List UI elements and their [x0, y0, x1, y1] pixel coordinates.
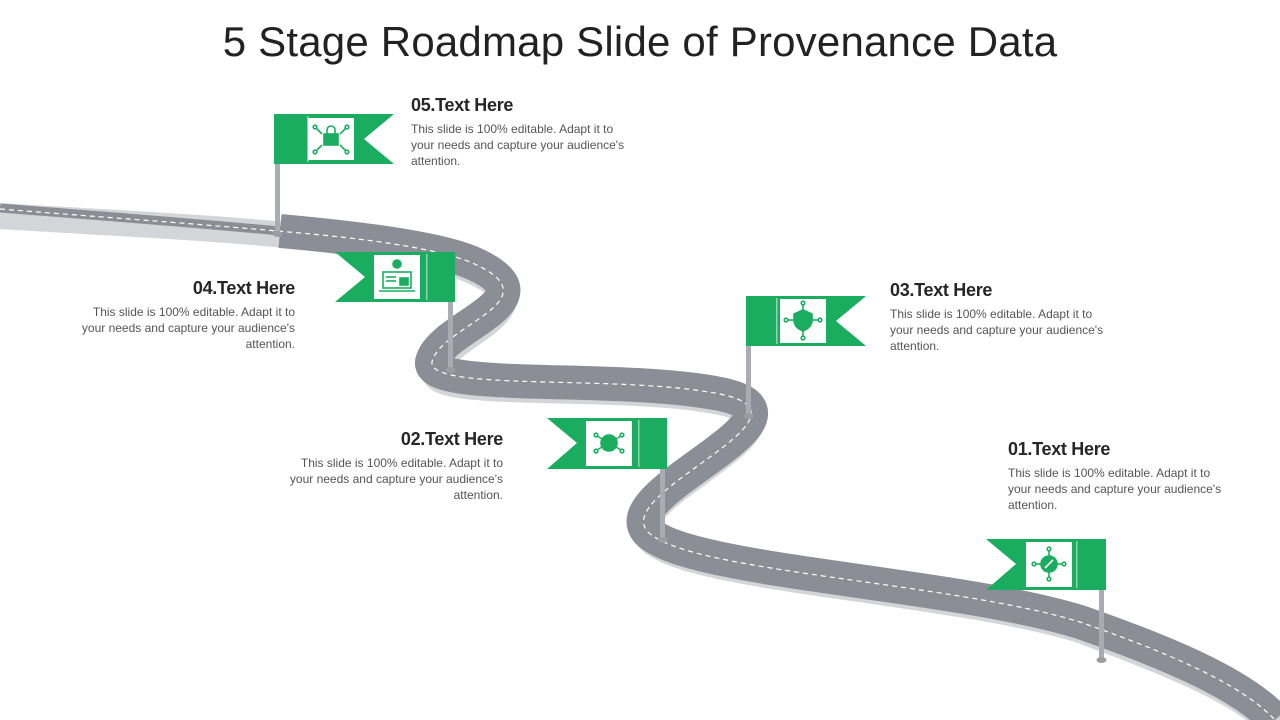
stage-03-heading: 03.Text Here: [890, 280, 993, 300]
page-title: 5 Stage Roadmap Slide of Provenance Data: [222, 18, 1058, 65]
stage-04-description: This slide is 100% editable. Adapt it to…: [81, 305, 295, 351]
flag-stage-03: [743, 296, 866, 419]
stage-02-heading: 02.Text Here: [400, 429, 503, 449]
flag-stage-04: [335, 252, 456, 373]
stage-04-heading: 04.Text Here: [192, 278, 295, 298]
stage-01-heading: 01.Text Here: [1008, 439, 1111, 459]
flag-stage-05: [272, 114, 394, 237]
stage-01-description: This slide is 100% editable. Adapt it to…: [1008, 466, 1222, 512]
gear-network-icon: [1031, 546, 1067, 582]
stage-01-text: 01.Text Here This slide is 100% editable…: [1008, 439, 1223, 513]
stage-03-description: This slide is 100% editable. Adapt it to…: [890, 307, 1104, 353]
laptop-lock-icon: [379, 259, 415, 292]
flag-stage-02: [547, 418, 668, 543]
stage-02-text: 02.Text Here This slide is 100% editable…: [288, 429, 503, 503]
stage-02-description: This slide is 100% editable. Adapt it to…: [289, 456, 503, 502]
shield-network-icon: [783, 300, 823, 341]
lock-circuit-icon: [312, 124, 350, 155]
stage-05-description: This slide is 100% editable. Adapt it to…: [411, 122, 625, 168]
shield-network-icon: [593, 432, 625, 454]
stage-03-text: 03.Text Here This slide is 100% editable…: [890, 280, 1105, 354]
flag-stage-01: [986, 539, 1107, 663]
stage-05-heading: 05.Text Here: [411, 95, 514, 115]
stage-05-text: 05.Text Here This slide is 100% editable…: [411, 95, 626, 169]
stage-04-text: 04.Text Here This slide is 100% editable…: [80, 278, 295, 352]
road-center-line: [0, 208, 1276, 720]
